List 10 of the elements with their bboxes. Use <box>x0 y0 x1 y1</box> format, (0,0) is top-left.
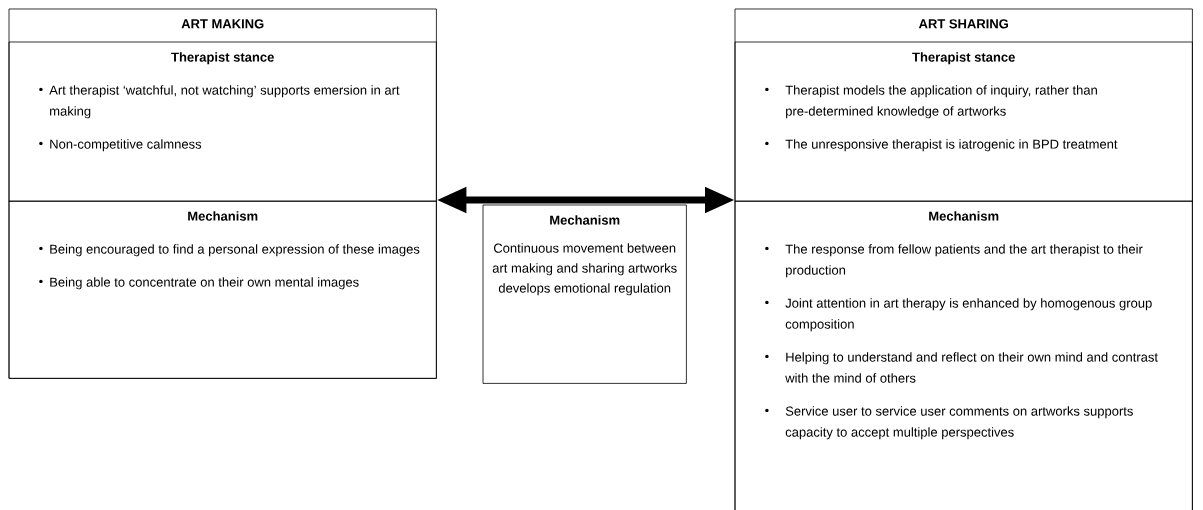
mechanism-box: Mechanism Continuous movement between art making and sharing artworks develops emotional regulation <box>482 204 687 384</box>
section-box: Therapist stance Therapist models the application of inquiry, rather than pre-determined knowledge of artworks The unresponsive therapist is iatrogenic in BPD treatment <box>734 41 1193 202</box>
node-label: Service user to service user comments on artworks supports capacity to accept multiple perspectives <box>785 406 1133 440</box>
node-label: Mechanism <box>929 211 999 221</box>
node-label: Joint attention in art therapy is enhanced by homogenous group composition <box>785 298 1152 332</box>
node-label: Helping to understand and reflect on their own mind and contrast with the mind of others <box>785 352 1158 383</box>
node-label: The response from fellow patients and the art therapist to their production <box>785 244 1143 278</box>
section-box: Mechanism The response from fellow patients and the art therapist to their production Joint attention in art therapy is enhanced by homogenous group composition Helping to understand and reflect on their own mind and contrast with the mind of others Service user to service user comments on artworks supports capacity to accept multiple perspectives <box>734 200 1193 510</box>
section-box: Therapist stance Art therapist ‘watchful, not watching’ supports emersion in art making Non-competitive calmness <box>8 41 437 202</box>
section-box: Mechanism Being encouraged to find a personal expression of these images Being able to concentrate on their own mental images <box>8 200 437 379</box>
